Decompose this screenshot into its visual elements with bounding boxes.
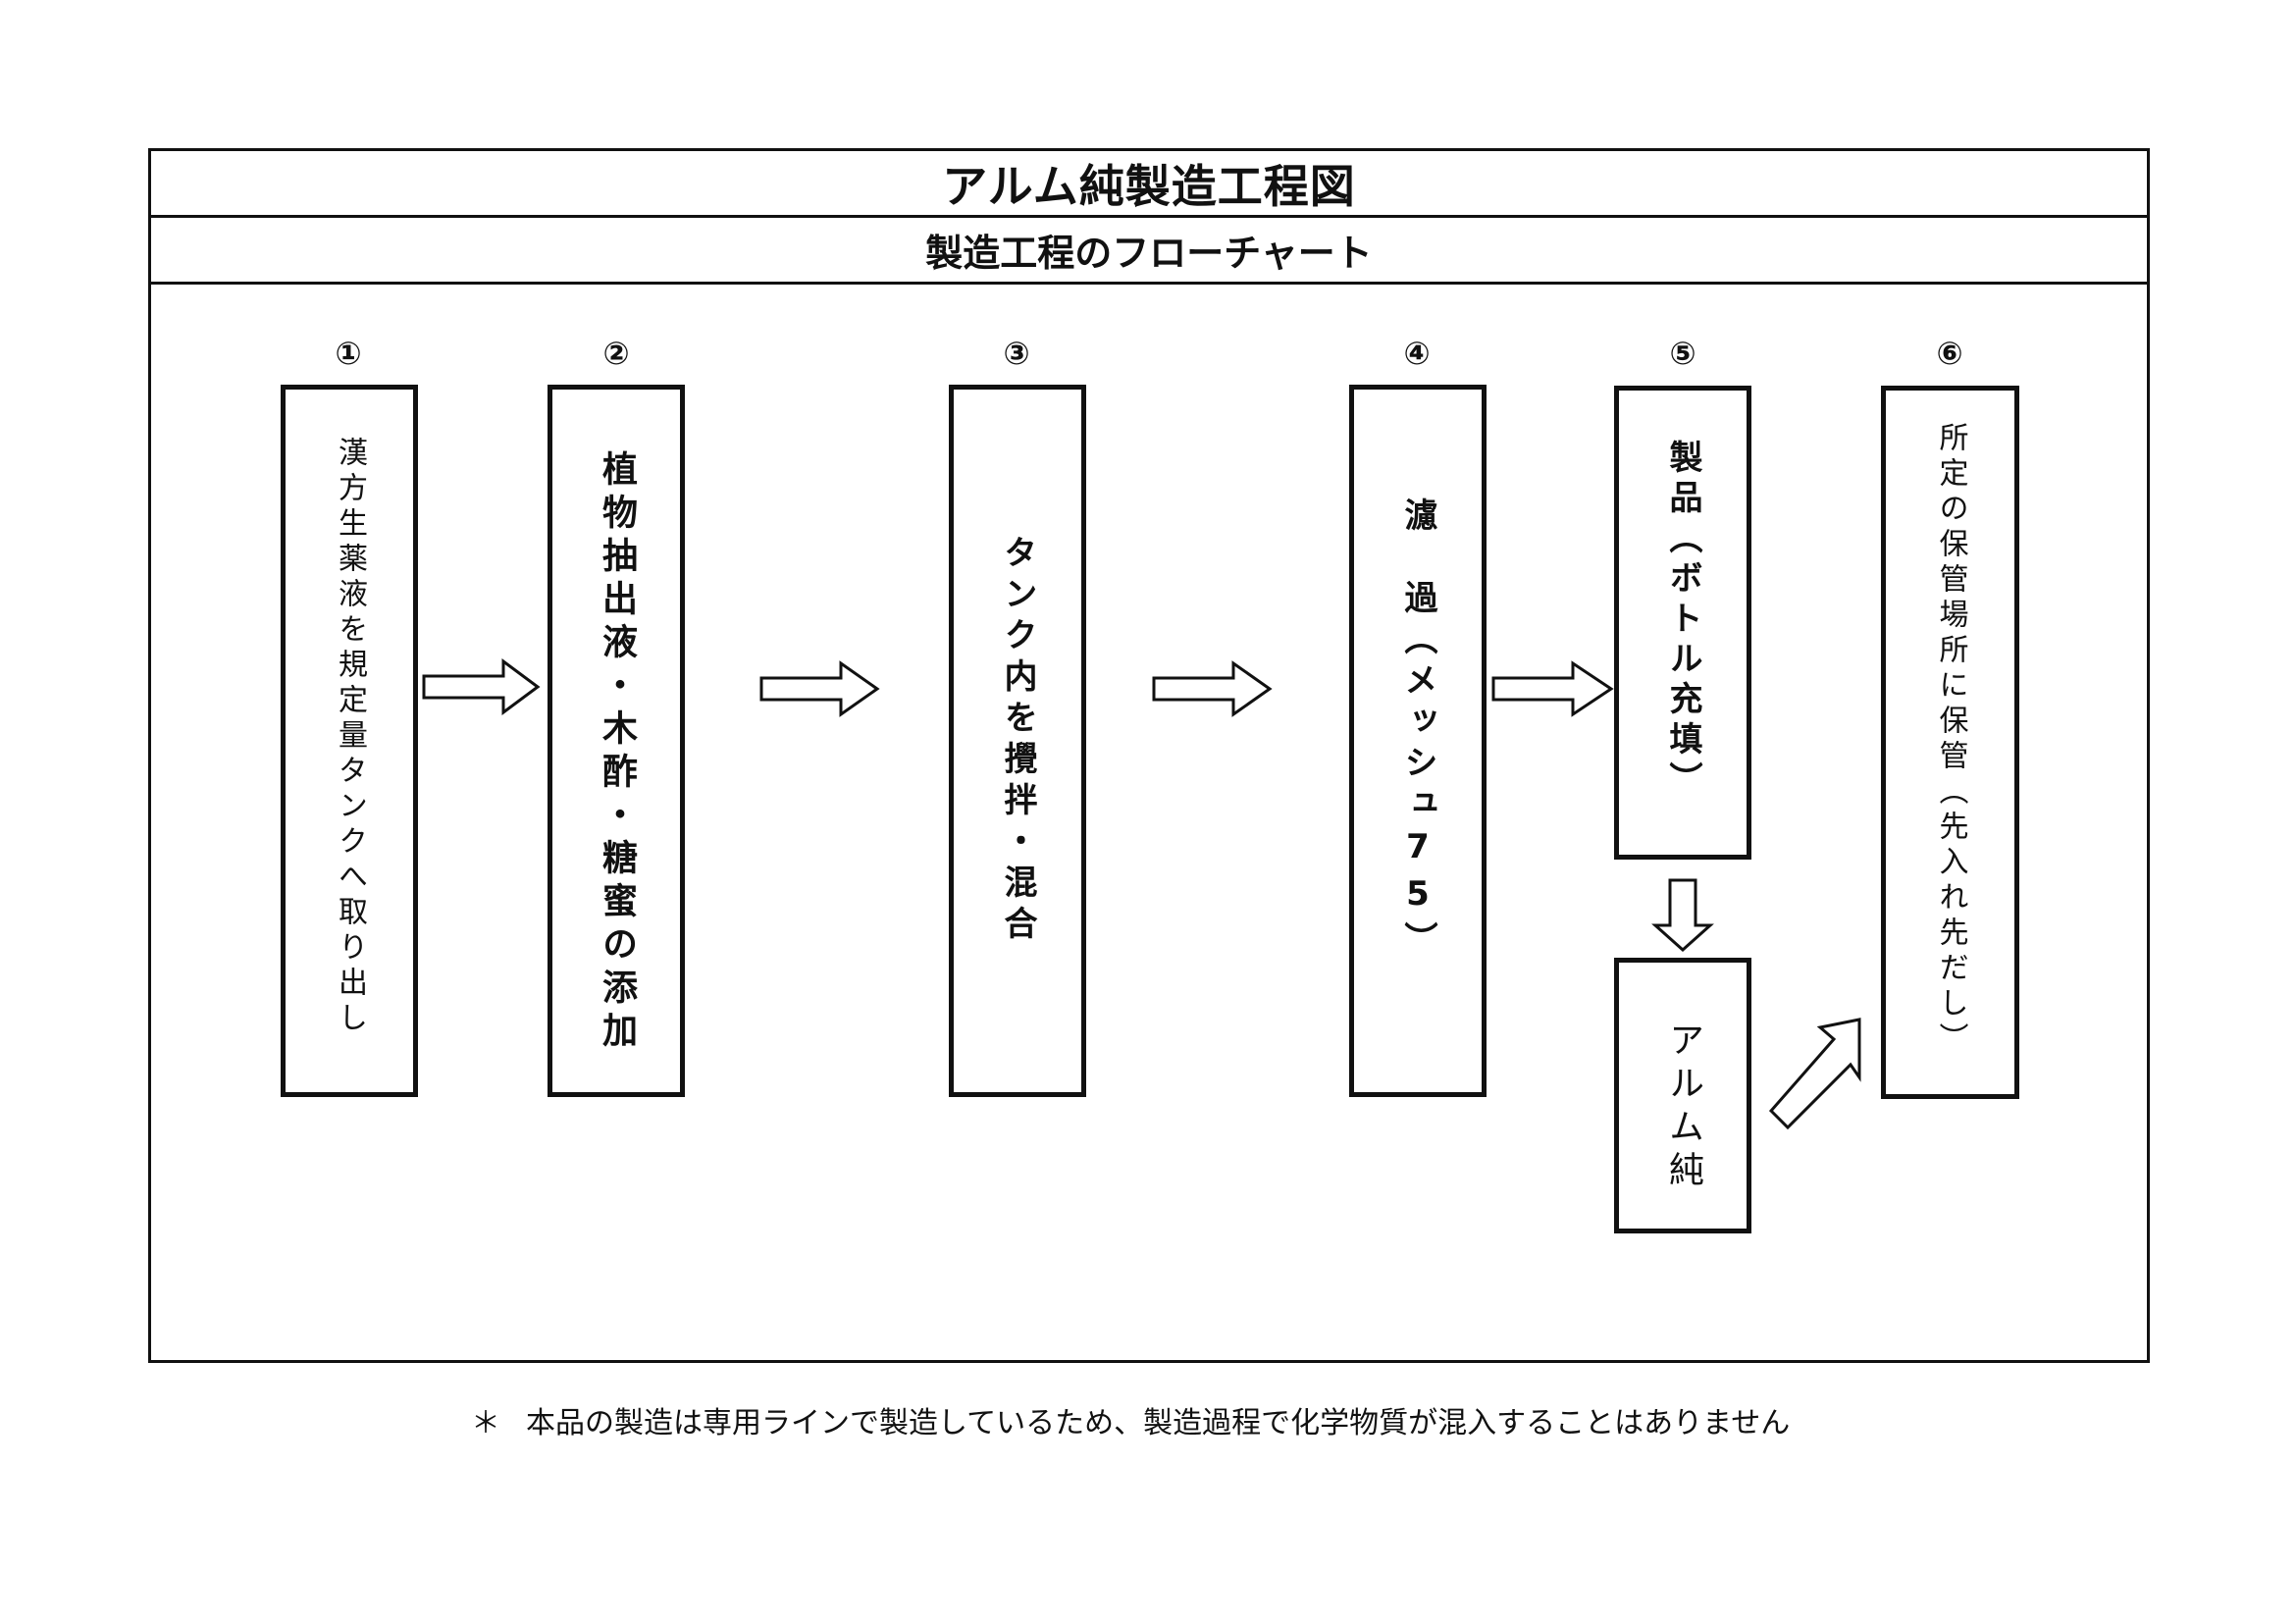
arrow-4-to-5: [1491, 660, 1614, 717]
step-number-2: ②: [602, 335, 630, 372]
flowchart-frame: アルム純製造工程図 製造工程のフローチャート: [148, 148, 2150, 1363]
step-box-3: タンク内を攪拌・混合: [949, 385, 1086, 1097]
footnote: ＊ 本品の製造は専用ラインで製造しているため、製造過程で化学物質が混入することはあ…: [471, 1398, 1790, 1441]
arrow-1-to-2: [422, 658, 541, 715]
product-box: アルム純: [1614, 958, 1751, 1233]
arrow-2-to-3: [759, 660, 880, 717]
step-box-4: 濾 過（メッシュ75）: [1349, 385, 1487, 1097]
footnote-text: 本品の製造は専用ラインで製造しているため、製造過程で化学物質が混入することはあり…: [526, 1406, 1791, 1440]
step-box-6: 所定の保管場所に保管（先入れ先だし）: [1881, 386, 2019, 1099]
product-label: アルム純: [1663, 1021, 1703, 1194]
page-title: アルム純製造工程図: [942, 159, 1356, 213]
step-label-5: 製品（ボトル充填）: [1663, 440, 1702, 802]
arrow-5-to-product: [1651, 878, 1714, 953]
step-label-4: 濾 過（メッシュ75）: [1398, 497, 1437, 963]
step-box-2: 植物抽出液・木酢・糖蜜の添加: [548, 385, 685, 1097]
step-label-3: タンク内を攪拌・混合: [998, 535, 1037, 947]
title-row: アルム純製造工程図: [151, 151, 2147, 218]
step-label-2: 植物抽出液・木酢・糖蜜の添加: [597, 450, 637, 1055]
step-box-5: 製品（ボトル充填）: [1614, 386, 1751, 860]
arrow-3-to-4: [1152, 660, 1273, 717]
step-number-4: ④: [1403, 335, 1431, 372]
step-number-6: ⑥: [1936, 335, 1963, 372]
step-label-6: 所定の保管場所に保管（先入れ先だし）: [1933, 422, 1968, 1058]
subtitle-row: 製造工程のフローチャート: [151, 218, 2147, 285]
footnote-marker: ＊: [471, 1406, 500, 1440]
step-number-3: ③: [1003, 335, 1030, 372]
step-number-5: ⑤: [1669, 335, 1696, 372]
step-box-1: 漢方生薬液を規定量タンクへ取り出し: [281, 385, 418, 1097]
arrow-product-to-6: [1768, 1018, 1861, 1130]
step-label-1: 漢方生薬液を規定量タンクへ取り出し: [333, 437, 367, 1037]
step-number-1: ①: [335, 335, 362, 372]
page-subtitle: 製造工程のフローチャート: [925, 232, 1373, 275]
